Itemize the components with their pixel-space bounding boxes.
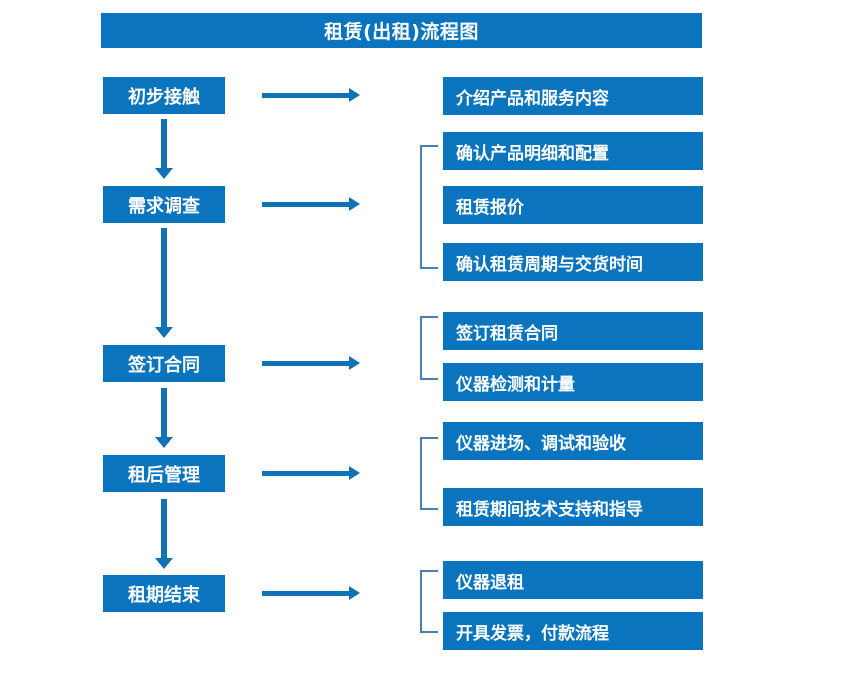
detail-box-开具发票付款流程[interactable]: 开具发票，付款流程 <box>443 612 703 650</box>
detail-label: 介绍产品和服务内容 <box>456 88 609 109</box>
down-arrow-icon-1 <box>155 119 173 179</box>
detail-label: 签订租赁合同 <box>456 323 558 344</box>
bracket-group-after <box>420 437 438 510</box>
detail-label: 仪器检测和计量 <box>456 374 575 395</box>
right-arrow-icon-4 <box>262 466 360 480</box>
detail-label: 确认产品明细和配置 <box>456 143 609 164</box>
right-arrow-icon-5 <box>262 586 360 600</box>
detail-label: 租赁期间技术支持和指导 <box>456 499 643 520</box>
detail-box-签订租赁合同[interactable]: 签订租赁合同 <box>443 312 703 350</box>
stage-label: 初步接触 <box>128 86 200 108</box>
stage-box-签订合同[interactable]: 签订合同 <box>103 345 225 382</box>
detail-box-仪器进场调试和验收[interactable]: 仪器进场、调试和验收 <box>443 422 703 460</box>
detail-label: 租赁报价 <box>456 197 524 218</box>
detail-box-仪器检测和计量[interactable]: 仪器检测和计量 <box>443 363 703 401</box>
stage-label: 需求调查 <box>128 195 200 217</box>
detail-box-确认租赁周期与交货时间[interactable]: 确认租赁周期与交货时间 <box>443 243 703 281</box>
detail-label: 确认租赁周期与交货时间 <box>456 254 643 275</box>
down-arrow-icon-2 <box>155 228 173 338</box>
stage-box-租后管理[interactable]: 租后管理 <box>103 455 225 492</box>
detail-box-仪器退租[interactable]: 仪器退租 <box>443 561 703 599</box>
stage-label: 租后管理 <box>128 464 200 486</box>
page-title: 租赁(出租)流程图 <box>101 13 702 48</box>
detail-box-确认产品明细和配置[interactable]: 确认产品明细和配置 <box>443 132 703 170</box>
stage-box-需求调查[interactable]: 需求调查 <box>103 186 225 223</box>
stage-box-租期结束[interactable]: 租期结束 <box>103 575 225 612</box>
stage-box-初步接触[interactable]: 初步接触 <box>103 77 225 114</box>
down-arrow-icon-4 <box>155 499 173 569</box>
right-arrow-icon-2 <box>262 197 360 211</box>
down-arrow-icon-3 <box>155 388 173 448</box>
bracket-group-end <box>420 570 438 633</box>
right-arrow-icon-1 <box>262 88 360 102</box>
bracket-group-contract <box>420 316 438 380</box>
stage-label: 租期结束 <box>128 584 200 606</box>
detail-box-介绍产品和服务内容[interactable]: 介绍产品和服务内容 <box>443 77 703 115</box>
detail-box-租赁期间技术支持和指导[interactable]: 租赁期间技术支持和指导 <box>443 488 703 526</box>
stage-label: 签订合同 <box>128 354 200 376</box>
bracket-group-needs <box>420 145 438 269</box>
detail-label: 开具发票，付款流程 <box>456 623 609 644</box>
detail-label: 仪器退租 <box>456 572 524 593</box>
detail-box-租赁报价[interactable]: 租赁报价 <box>443 186 703 224</box>
detail-label: 仪器进场、调试和验收 <box>456 433 626 454</box>
right-arrow-icon-3 <box>262 356 360 370</box>
